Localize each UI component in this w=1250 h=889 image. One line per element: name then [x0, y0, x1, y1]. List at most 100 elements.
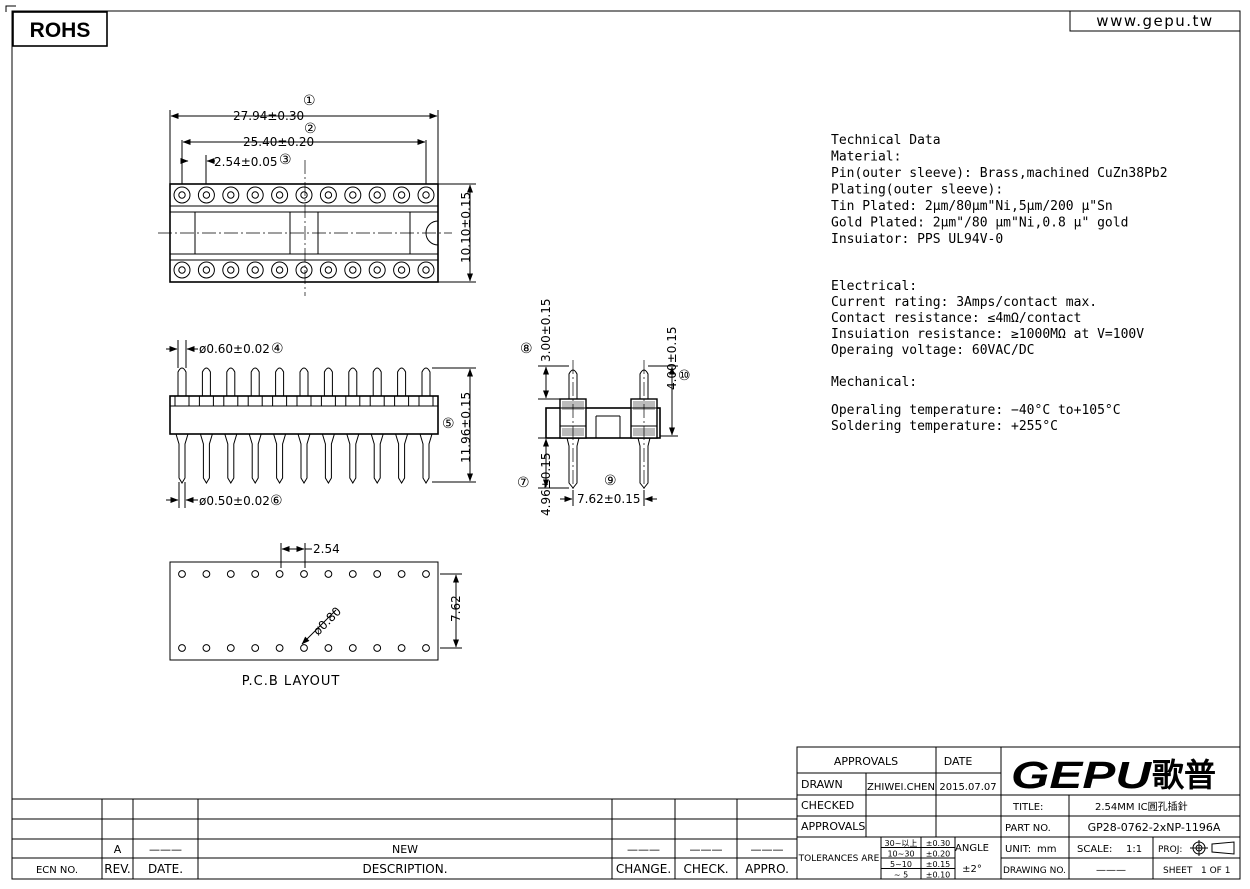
part-value: GP28-0762-2xNP-1196A [1088, 821, 1221, 834]
pin-hole-icon [349, 191, 357, 199]
tech-line: Operaling temperature: −40°C to+105°C [831, 403, 1121, 418]
pin-hole-icon [349, 266, 357, 274]
revision-cell: ——— [627, 843, 660, 856]
pin-collar [296, 395, 312, 407]
tolerance-range: 30~以上 [885, 839, 918, 848]
angle-value: ±2° [962, 864, 982, 875]
pin-socket-icon [246, 261, 264, 279]
pin-tail [346, 433, 360, 484]
pcb-hole-icon [422, 570, 430, 578]
callout-1: ① [303, 93, 316, 109]
pin-hole-icon [178, 191, 186, 199]
pcb-layout-title: P.C.B LAYOUT [242, 674, 341, 689]
tech-line: Gold Plated: 2µm"/80 µm"Ni,0.8 µ" gold [831, 216, 1128, 231]
callout-6: ⑥ [270, 493, 283, 509]
pin-top [397, 367, 407, 396]
pin-tail [224, 433, 238, 484]
website-text: www.gepu.tw [1096, 12, 1213, 30]
revision-cell: A [114, 843, 122, 856]
pin-hole-icon [324, 191, 333, 199]
pin-tail [199, 433, 213, 484]
pcb-hole-icon [373, 570, 382, 578]
pin-collar [198, 395, 214, 407]
dim-pin-tail-diameter: ø0.50±0.02 [199, 494, 270, 508]
tolerance-value: ±0.15 [926, 860, 951, 869]
projection-symbol-icon [1190, 840, 1235, 856]
pcb-hole-icon [251, 570, 260, 578]
pin-tail [297, 433, 311, 484]
pin-hole-icon [202, 266, 211, 274]
pcb-hole-icon [422, 644, 430, 652]
pin-socket-icon [197, 186, 215, 204]
pin-collar [394, 395, 410, 407]
dim-pin-span: 25.40±0.20 [243, 135, 314, 149]
revision-header: REV. [104, 862, 130, 876]
pin-socket-icon [393, 186, 411, 204]
pin-top [372, 367, 382, 396]
pin-hole-icon [275, 266, 284, 274]
pin-tail [370, 433, 384, 484]
callout-7: ⑦ [517, 475, 530, 491]
tech-line: Current rating: 3Amps/contact max. [831, 295, 1097, 310]
callout-4: ④ [271, 341, 284, 357]
pin-socket-icon [271, 261, 289, 279]
part-label: PART NO. [1005, 823, 1051, 834]
pin-top [421, 367, 431, 396]
pin-collar [247, 395, 263, 407]
pin-tail [248, 433, 262, 484]
pin-collar [320, 395, 336, 407]
dim-top-pin-length: 3.00±0.15 [539, 299, 553, 363]
scale-value: 1:1 [1126, 844, 1142, 855]
callout-3: ③ [279, 152, 292, 168]
pcb-hole-icon [275, 570, 284, 578]
pcb-row-spacing-dim: 7.62 [449, 595, 463, 622]
pcb-hole-icon [226, 644, 235, 652]
revision-header: ECN NO. [36, 865, 78, 876]
tech-line: Mechanical: [831, 375, 917, 390]
revision-cell: NEW [392, 843, 418, 856]
pin-socket-icon [393, 261, 411, 279]
top-pin-row-upper [173, 186, 435, 204]
rohs-badge: ROHS [12, 11, 108, 47]
pin-top [201, 367, 211, 396]
drawn-by: ZHIWEI.CHEN [867, 782, 935, 793]
pin-hole-icon [275, 191, 284, 199]
tolerance-value: ±0.30 [926, 839, 951, 848]
logo-text: GEPU [1011, 755, 1153, 797]
angle-label: ANGLE [955, 843, 989, 854]
website-box: www.gepu.tw [1069, 10, 1241, 32]
revision-cell: ——— [751, 843, 784, 856]
sheet-border [11, 10, 1241, 880]
pin-socket-icon [319, 261, 337, 279]
corner-marks [5, 5, 16, 12]
pin-hole-icon [227, 191, 235, 199]
tech-electrical-lines: Electrical:Current rating: 3Amps/contact… [831, 279, 1144, 358]
pcb-hole-icon [251, 644, 260, 652]
pin-hole-icon [397, 191, 406, 199]
drawn-date: 2015.07.07 [939, 782, 996, 793]
approvals-header: APPROVALS [834, 755, 898, 768]
pcb-hole-icon [178, 644, 186, 652]
sheet-value: 1 OF 1 [1201, 866, 1230, 876]
pin-hole-icon [251, 191, 259, 199]
pin-socket-icon [319, 186, 337, 204]
tolerance-range: 5~10 [890, 860, 912, 869]
drawn-label: DRAWN [801, 778, 843, 791]
pin-socket-icon [417, 261, 435, 279]
pcb-hole-icon [275, 644, 284, 652]
pcb-hole-icon [348, 570, 357, 578]
logo-cjk: 歌普 [1152, 756, 1216, 794]
pin-top [323, 367, 333, 396]
tolerance-range: 10~30 [887, 850, 914, 859]
pin-collar [272, 395, 288, 407]
pin-hole-icon [373, 266, 381, 274]
dim-tail-length: 4.96±0.15 [539, 453, 553, 517]
pcb-hole-icon [397, 644, 406, 652]
pcb-hole-icon [324, 570, 333, 578]
title-label: TITLE: [1012, 802, 1043, 813]
pin-hole-icon [300, 191, 308, 199]
pin-socket-icon [173, 186, 191, 204]
drawing-no-label: DRAWING NO. [1003, 866, 1066, 876]
